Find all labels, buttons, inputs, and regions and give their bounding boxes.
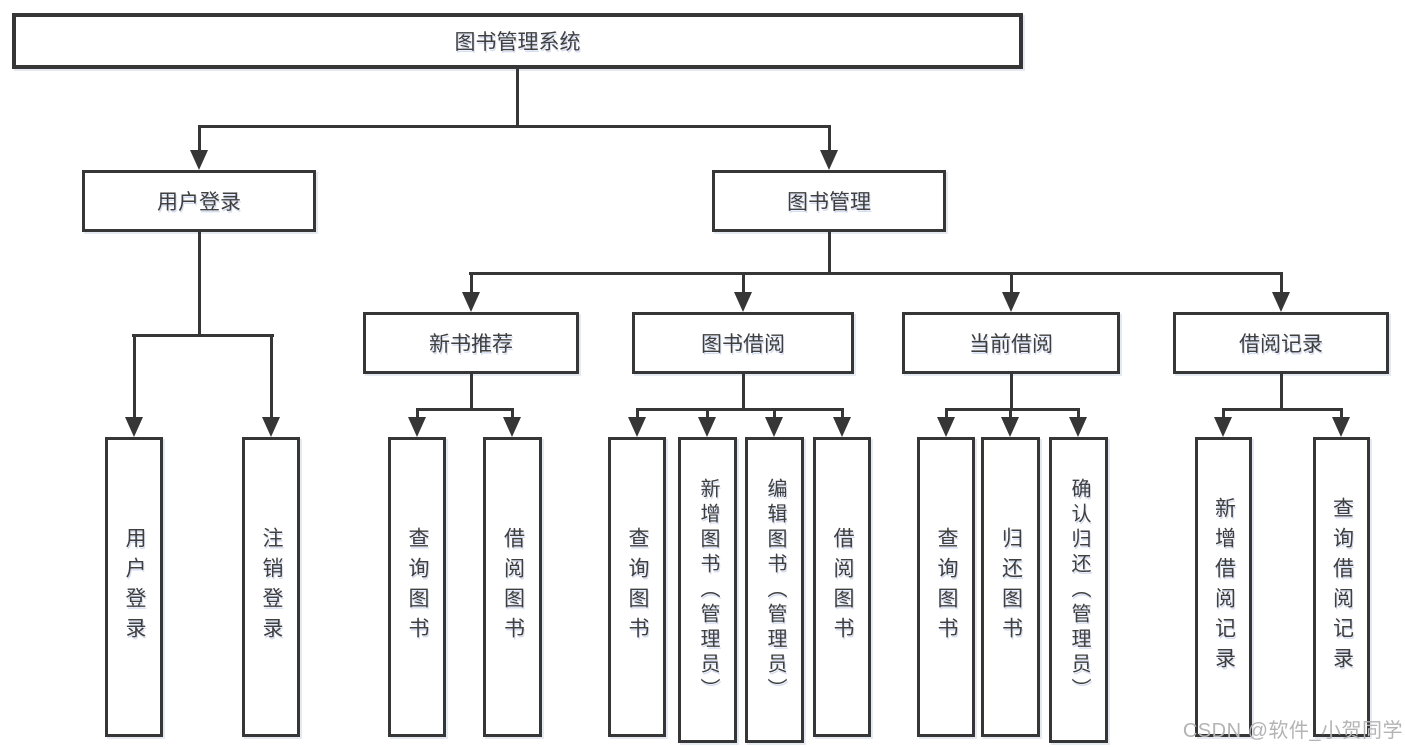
leaf-label: 查询图书 — [406, 527, 430, 647]
leaf-label: 查询图书 — [626, 527, 650, 647]
node-root: 图书管理系统 — [12, 13, 1023, 69]
connector-line — [1280, 374, 1283, 411]
leaf-borrow-add-admin: 新增图书（管理员） — [678, 437, 737, 743]
connector-line — [773, 408, 776, 420]
leaf-records-add: 新增借阅记录 — [1195, 437, 1252, 737]
connector-line — [828, 125, 831, 153]
node-borrow: 图书借阅 — [632, 312, 854, 374]
node-records-label: 借阅记录 — [1239, 333, 1323, 356]
connector-line — [198, 125, 201, 153]
connector-line — [1010, 272, 1013, 295]
arrow-down-icon — [698, 417, 716, 437]
connector-line — [198, 232, 201, 337]
arrow-down-icon — [765, 417, 783, 437]
connector-line — [133, 334, 136, 420]
arrow-down-icon — [1069, 417, 1087, 437]
connector-line — [470, 272, 473, 295]
node-user-login: 用户登录 — [82, 170, 316, 232]
node-book-mgmt: 图书管理 — [712, 170, 946, 232]
leaf-current-confirm-admin: 确认归还（管理员） — [1049, 437, 1108, 743]
connector-line — [945, 408, 1080, 411]
connector-line — [132, 334, 274, 337]
leaf-records-query: 查询借阅记录 — [1313, 437, 1370, 737]
arrow-down-icon — [408, 417, 426, 437]
csdn-watermark: CSDN @软件_小贺同学 — [1182, 720, 1403, 742]
arrow-down-icon — [190, 150, 208, 170]
leaf-label: 借阅图书 — [831, 527, 855, 647]
leaf-label: 确认归还（管理员） — [1068, 477, 1090, 703]
connector-line — [1077, 408, 1080, 420]
connector-line — [511, 408, 514, 420]
leaf-label: 注销登录 — [260, 527, 284, 647]
connector-line — [1009, 408, 1012, 420]
leaf-logout: 注销登录 — [242, 437, 300, 737]
arrow-down-icon — [503, 417, 521, 437]
connector-line — [470, 374, 473, 411]
leaf-label: 新增图书（管理员） — [697, 477, 719, 703]
arrow-down-icon — [462, 292, 480, 312]
arrow-down-icon — [1272, 292, 1290, 312]
connector-line — [469, 272, 1283, 275]
connector-line — [841, 408, 844, 420]
leaf-label: 查询借阅记录 — [1330, 497, 1354, 677]
arrow-down-icon — [820, 150, 838, 170]
connector-line — [1280, 272, 1283, 295]
arrow-down-icon — [628, 417, 646, 437]
arrow-down-icon — [1002, 292, 1020, 312]
node-records: 借阅记录 — [1173, 312, 1389, 374]
arrow-down-icon — [262, 417, 280, 437]
node-user-login-label: 用户登录 — [157, 191, 241, 214]
connector-line — [1222, 408, 1225, 420]
connector-line — [1340, 408, 1343, 420]
arrow-down-icon — [1001, 417, 1019, 437]
leaf-user-login: 用户登录 — [105, 437, 163, 737]
leaf-label: 归还图书 — [999, 527, 1023, 647]
leaf-current-return: 归还图书 — [981, 437, 1040, 737]
connector-line — [636, 408, 844, 411]
connector-line — [1222, 408, 1343, 411]
node-root-label: 图书管理系统 — [454, 31, 581, 54]
leaf-label: 借阅图书 — [501, 527, 525, 647]
leaf-borrow-query: 查询图书 — [608, 437, 666, 737]
connector-line — [416, 408, 514, 411]
arrow-down-icon — [125, 417, 143, 437]
connector-line — [270, 334, 273, 420]
leaf-borrow-borrow: 借阅图书 — [813, 437, 871, 737]
arrow-down-icon — [1214, 417, 1232, 437]
arrow-down-icon — [734, 292, 752, 312]
leaf-label: 新增借阅记录 — [1212, 497, 1236, 677]
node-book-mgmt-label: 图书管理 — [787, 191, 871, 214]
leaf-borrow-edit-admin: 编辑图书（管理员） — [745, 437, 804, 743]
node-borrow-label: 图书借阅 — [701, 333, 785, 356]
connector-line — [742, 374, 745, 411]
connector-line — [945, 408, 948, 420]
connector-line — [516, 68, 519, 128]
connector-line — [198, 125, 831, 128]
connector-line — [828, 232, 831, 275]
node-new-book-label: 新书推荐 — [429, 333, 513, 356]
leaf-newbook-query: 查询图书 — [388, 437, 446, 737]
arrow-down-icon — [937, 417, 955, 437]
leaf-label: 用户登录 — [123, 527, 147, 647]
connector-line — [1010, 374, 1013, 411]
node-new-book: 新书推荐 — [363, 312, 579, 374]
leaf-label: 编辑图书（管理员） — [764, 477, 786, 703]
leaf-current-query: 查询图书 — [917, 437, 975, 737]
node-current-label: 当前借阅 — [969, 333, 1053, 356]
node-current: 当前借阅 — [902, 312, 1120, 374]
connector-line — [416, 408, 419, 420]
arrow-down-icon — [833, 417, 851, 437]
leaf-label: 查询图书 — [935, 527, 959, 647]
connector-line — [706, 408, 709, 420]
arrow-down-icon — [1332, 417, 1350, 437]
connector-line — [742, 272, 745, 295]
leaf-newbook-borrow: 借阅图书 — [483, 437, 542, 737]
connector-line — [636, 408, 639, 420]
